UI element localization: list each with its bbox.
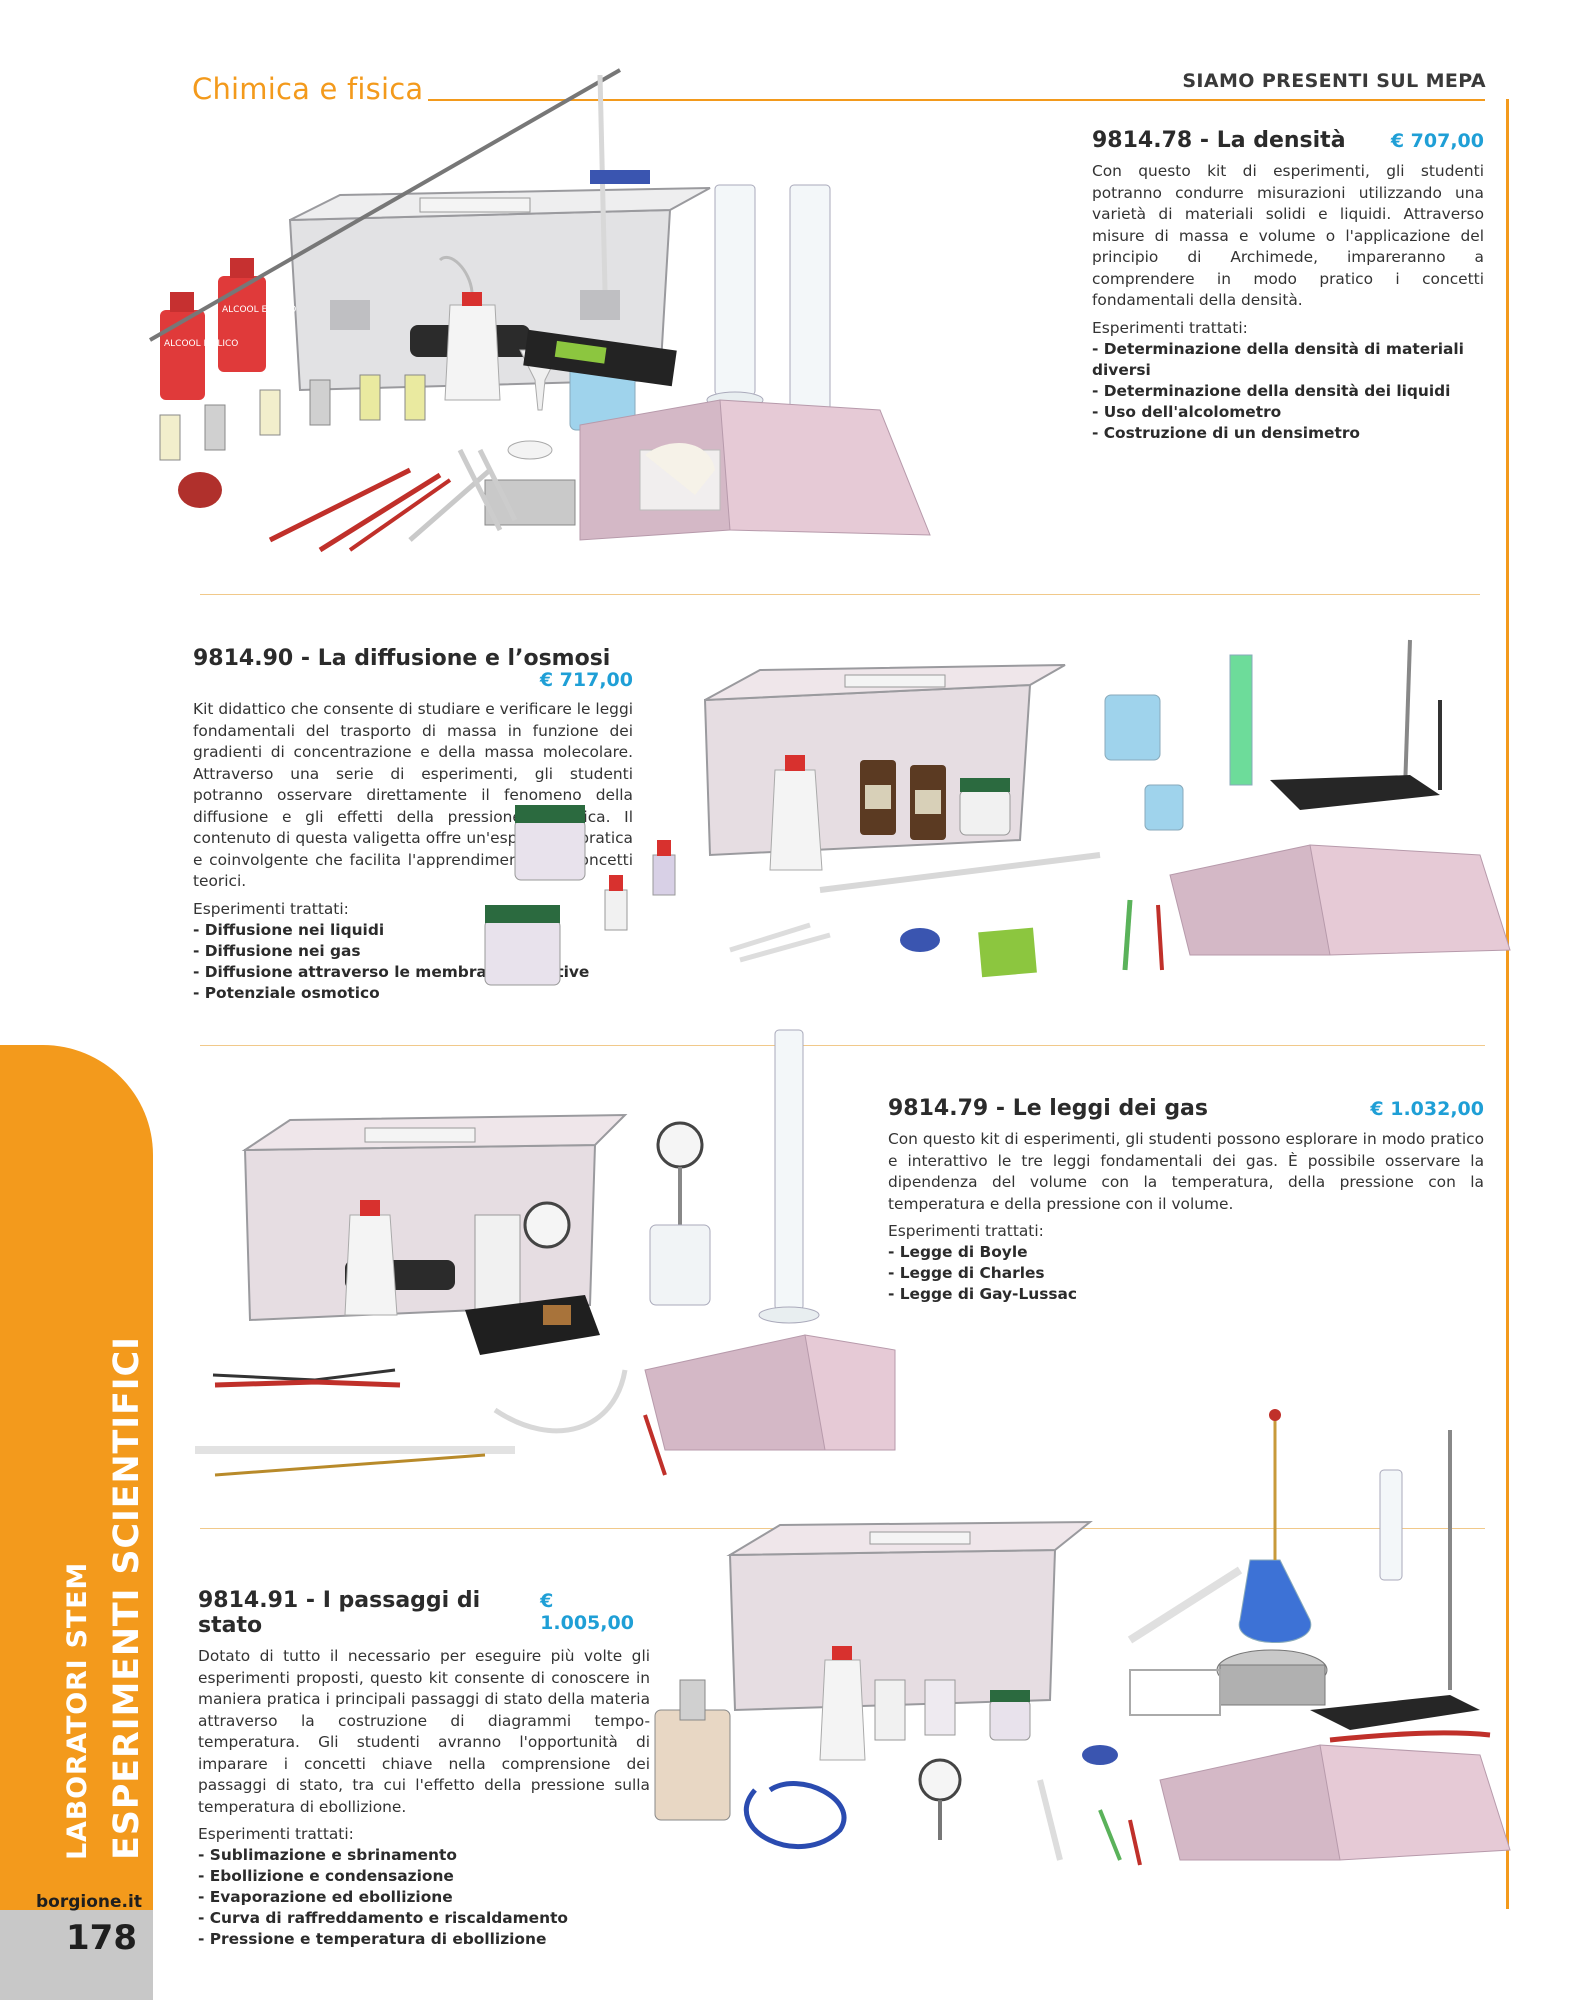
gas-laws-kit-image (195, 1029, 896, 1477)
product-9814-91: 9814.91 - I passaggi di stato € 1.005,00… (198, 1588, 650, 1950)
experiments-label: Esperimenti trattati: (198, 1825, 354, 1843)
diffusion-kit-image (484, 639, 1511, 986)
product-price: € 707,00 (1390, 130, 1484, 152)
category-label-secondary: ESPERIMENTI SCIENTIFICI (107, 1336, 147, 1860)
product-description: Con questo kit di esperimenti, gli stude… (888, 1130, 1484, 1213)
experiments-list: Legge di Boyle Legge di Charles Legge di… (888, 1242, 1484, 1305)
list-item: Legge di Boyle (888, 1242, 1484, 1263)
product-title: 9814.79 - Le leggi dei gas (888, 1096, 1208, 1121)
page-number: 178 (66, 1918, 137, 1958)
list-item: Ebollizione e condensazione (198, 1866, 650, 1887)
list-item: Determinazione della densità dei liquidi (1092, 381, 1484, 402)
product-price: € 717,00 (539, 669, 633, 691)
experiments-label: Esperimenti trattati: (1092, 318, 1248, 337)
separator (200, 594, 1480, 595)
bottle-label: ALCOOL ETILICO (222, 305, 296, 315)
page-number-block (0, 1910, 153, 2000)
product-description: Kit didattico che consente di studiare e… (193, 700, 633, 890)
product-name: La diffusione e l’osmosi (317, 646, 611, 671)
category-band (0, 1045, 153, 2000)
experiments-label: Esperimenti trattati: (888, 1222, 1044, 1240)
right-rule (1506, 99, 1509, 1909)
list-item: Legge di Charles (888, 1263, 1484, 1284)
product-name: I passaggi di stato (198, 1588, 481, 1638)
list-item: Curva di raffreddamento e riscaldamento (198, 1908, 650, 1929)
list-item: Uso dell'alcolometro (1092, 402, 1484, 423)
product-name: Le leggi dei gas (1012, 1096, 1209, 1121)
product-title: 9814.90 - La diffusione e l’osmosi (193, 646, 633, 671)
product-9814-79: 9814.79 - Le leggi dei gas € 1.032,00 Co… (888, 1096, 1484, 1305)
experiments-list: Sublimazione e sbrinamento Ebollizione e… (198, 1845, 650, 1950)
product-name: La densità (1216, 128, 1346, 153)
list-item: Evaporazione ed ebollizione (198, 1887, 650, 1908)
category-label-primary: LABORATORI STEM (62, 1561, 93, 1860)
mepa-label: SIAMO PRESENTI SUL MEPA (1182, 70, 1486, 92)
bottle-label: ALCOOL ETILICO (164, 339, 238, 349)
title-dash: - (305, 1588, 316, 1613)
list-item: Pressione e temperatura di ebollizione (198, 1929, 650, 1950)
list-item: Determinazione della densità di material… (1092, 339, 1484, 381)
product-code: 9814.90 (193, 646, 294, 671)
list-item: Potenziale osmotico (193, 983, 633, 1004)
list-item: Diffusione nei liquidi (193, 920, 633, 941)
title-dash: - (300, 646, 311, 671)
product-title: 9814.91 - I passaggi di stato (198, 1588, 540, 1638)
experiments-label: Esperimenti trattati: (193, 899, 349, 918)
product-code: 9814.78 (1092, 128, 1193, 153)
product-description: Dotato di tutto il necessario per esegui… (198, 1647, 650, 1816)
title-dash: - (1199, 128, 1210, 153)
experiments-list: Diffusione nei liquidi Diffusione nei ga… (193, 920, 633, 1004)
title-dash: - (995, 1096, 1006, 1121)
product-price: € 1.032,00 (1370, 1098, 1484, 1120)
section-title: Chimica e fisica (192, 72, 424, 106)
density-kit-image: ALCOOL ETILICO ALCOOL ETILICO (149, 68, 931, 553)
product-title: 9814.78 - La densità (1092, 128, 1346, 153)
list-item: Diffusione attraverso le membrane selett… (193, 962, 633, 983)
list-item: Diffusione nei gas (193, 941, 633, 962)
state-changes-kit-image (654, 1409, 1511, 1866)
list-item: Costruzione di un densimetro (1092, 423, 1484, 444)
product-9814-78: 9814.78 - La densità € 707,00 Con questo… (1092, 128, 1484, 444)
list-item: Legge di Gay-Lussac (888, 1284, 1484, 1305)
separator (200, 1045, 1485, 1046)
product-price: € 1.005,00 (540, 1590, 634, 1634)
product-code: 9814.79 (888, 1096, 989, 1121)
product-description: Con questo kit di esperimenti, gli stude… (1092, 162, 1484, 309)
title-rule (428, 99, 1485, 101)
product-9814-90: 9814.90 - La diffusione e l’osmosi € 717… (193, 646, 633, 1004)
list-item: Sublimazione e sbrinamento (198, 1845, 650, 1866)
product-code: 9814.91 (198, 1588, 299, 1613)
experiments-list: Determinazione della densità di material… (1092, 339, 1484, 444)
website-link[interactable]: borgione.it (36, 1892, 142, 1912)
